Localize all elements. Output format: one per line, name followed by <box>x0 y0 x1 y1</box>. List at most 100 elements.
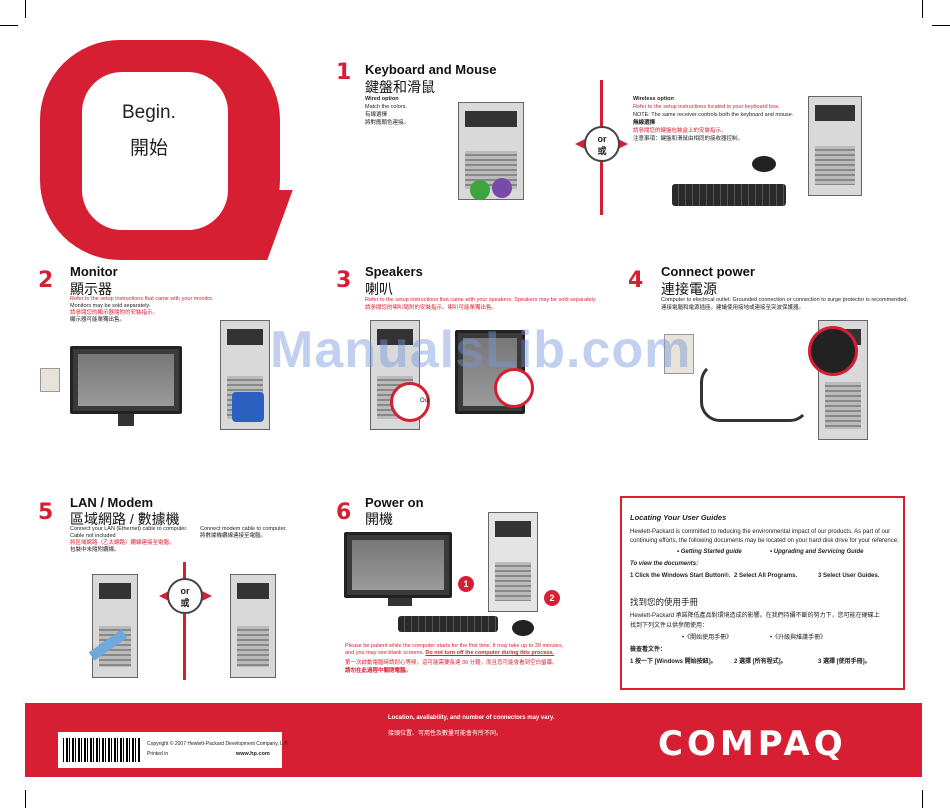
crop-mark <box>922 0 923 18</box>
guides-step-zh: 1 按一下 [Windows 開始按鈕]。 <box>630 659 717 665</box>
step4-title: Connect power <box>661 264 755 279</box>
monitor-line: 請參閱您的顯示器隨附的安裝指示。 <box>70 310 159 316</box>
or-label-zh: 或 <box>597 146 607 156</box>
guides-text-zh: 找到下列文件以供參閱使用： <box>630 623 709 629</box>
step1-subtitle: 鍵盤和滑鼠 <box>365 79 435 95</box>
step3-title: Speakers <box>365 264 423 279</box>
monitor-stand <box>388 598 412 606</box>
guides-title-zh: 找到您的使用手冊 <box>630 597 699 607</box>
step6-number: 6 <box>336 500 352 525</box>
power-on-line: 請勿在此過程中關閉電腦。 <box>345 668 412 674</box>
crop-mark <box>932 25 950 26</box>
step6-subtitle: 開機 <box>365 511 393 527</box>
modem-line: Connect modem cable to computer. <box>200 526 287 532</box>
step1-number: 1 <box>336 60 352 85</box>
computer-tower-image <box>488 512 538 612</box>
power-outlet-image <box>40 368 60 392</box>
step6-title: Power on <box>365 495 424 510</box>
guides-step: 2 Select All Programs. <box>734 573 798 579</box>
keyboard-image <box>398 616 498 632</box>
wireless-line: 無線選擇 <box>633 120 656 126</box>
step3-number: 3 <box>336 268 352 293</box>
power-on-line: Please be patient while the computer sta… <box>345 643 564 649</box>
audio-out-label: Out <box>420 398 430 404</box>
computer-tower-image <box>230 574 276 678</box>
mouse-image <box>752 156 776 172</box>
step2-number: 2 <box>38 268 54 293</box>
monitor-image <box>344 532 452 598</box>
watermark: ManualsLib.com <box>270 321 692 379</box>
crop-mark <box>0 25 18 26</box>
hp-url[interactable]: www.hp.com <box>236 751 270 757</box>
step3-subtitle: 喇叭 <box>365 281 393 297</box>
printed-in: Printed in <box>147 751 169 757</box>
modem-line: 將數據機纜線連接至電腦。 <box>200 533 267 539</box>
speaker-jack-callout <box>494 368 534 408</box>
power-button-badge-2: 2 <box>544 590 560 606</box>
guides-step-zh: 2 選擇 [所有程式]。 <box>734 659 787 665</box>
speakers-line: 請參閱您的喇叭隨附的安裝指示。喇叭可能單獨出售。 <box>365 305 498 311</box>
mouse-image <box>512 620 534 636</box>
guides-doc: • Upgrading and Servicing Guide <box>770 549 864 555</box>
audio-out-callout <box>390 382 430 422</box>
monitor-stand <box>118 414 134 426</box>
wireless-line: Refer to the setup instructions located … <box>633 104 780 110</box>
wireless-line: 注意事項：鍵盤和滑鼠由相同的接收器控制。 <box>633 136 744 142</box>
power-port-callout <box>808 326 858 376</box>
computer-tower-image <box>92 574 138 678</box>
step4-subtitle: 連接電源 <box>661 281 717 297</box>
connector-note: Location, availability, and number of co… <box>388 715 555 721</box>
guides-title: Locating Your User Guides <box>630 513 727 522</box>
wireless-line: NOTE: The same receiver controls both th… <box>633 112 794 118</box>
step2-title: Monitor <box>70 264 118 279</box>
wireless-option-label: Wireless option <box>633 96 674 102</box>
connector-note-zh: 接頭位置、可用性及數量可能會有所不同。 <box>388 731 503 737</box>
step4-number: 4 <box>628 268 644 293</box>
power-on-warning: Do not turn off the computer during this… <box>425 650 555 656</box>
monitor-image <box>70 346 182 414</box>
power-cord-image <box>700 362 810 422</box>
guides-view-zh: 檢查看文件： <box>630 647 667 653</box>
speakers-line: Refer to the setup instructions that cam… <box>365 297 597 303</box>
computer-tower-image <box>818 320 868 440</box>
wired-line: Match the colors. <box>365 104 407 110</box>
power-outlet-image <box>664 334 694 374</box>
vga-connector-image <box>232 392 264 422</box>
power-on-line: 第一次啟動電腦時請耐心等候，這可能需要長達 30 分鐘，而且您可能會看到空白螢幕… <box>345 660 558 666</box>
lan-line: Connect your LAN (Ethernet) cable to com… <box>70 526 188 532</box>
compaq-logo: COMPAQ <box>658 724 847 764</box>
wired-line: 將對應顏色連接。 <box>365 120 410 126</box>
guides-text: Hewlett-Packard is committed to reducing… <box>630 529 891 535</box>
power-on-text: and you may see blank screens. <box>345 650 424 656</box>
keyboard-image <box>672 184 786 206</box>
or-badge: or 或 <box>584 126 620 162</box>
step2-subtitle: 顯示器 <box>70 281 112 297</box>
power-line: Computer to electrical outlet. Grounded … <box>661 297 909 303</box>
or-label: or <box>180 586 190 596</box>
crop-mark <box>25 0 26 18</box>
step5-title: LAN / Modem <box>70 495 154 510</box>
computer-tower-image <box>458 102 524 200</box>
divider-line <box>183 562 186 680</box>
guides-doc-zh: •《升級與維護手冊》 <box>770 635 827 641</box>
guides-step: 3 Select User Guides. <box>818 573 880 579</box>
begin-title-zh: 開始 <box>130 138 169 159</box>
or-label-zh: 或 <box>180 598 190 608</box>
monitor-line: 顯示器可能單獨出售。 <box>70 317 126 323</box>
power-on-line: and you may see blank screens. Do not tu… <box>345 650 554 657</box>
or-label: or <box>597 134 607 144</box>
crop-mark <box>25 790 26 808</box>
ps2-connector-green <box>470 180 490 200</box>
step5-number: 5 <box>38 500 54 525</box>
monitor-line: Refer to the setup instructions that cam… <box>70 296 214 302</box>
lan-line: 包裝中未隨附纜線。 <box>70 547 120 553</box>
step1-title: Keyboard and Mouse <box>365 62 497 77</box>
power-button-badge-1: 1 <box>458 576 474 592</box>
crop-mark <box>922 790 923 808</box>
computer-tower-image <box>808 96 862 196</box>
lan-line: Cable not included <box>70 533 116 539</box>
monitor-line: Monitors may be sold separately. <box>70 303 151 309</box>
power-line: 連接電腦和電源插座。建議使用接地或連接至突波保護器。 <box>661 305 805 311</box>
guides-text: continuing efforts, the following docume… <box>630 538 899 544</box>
ps2-connector-purple <box>492 178 512 198</box>
